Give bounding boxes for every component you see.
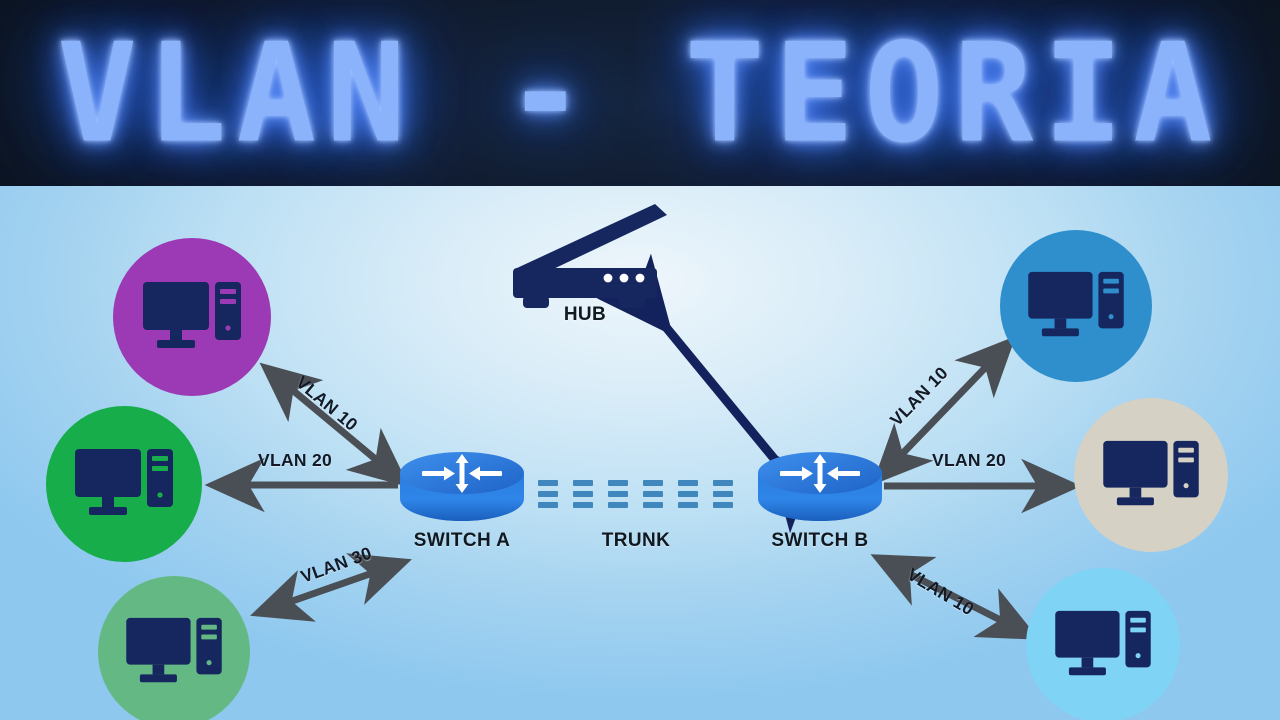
hub-led-dots [603, 273, 645, 283]
link-b-cyan-line [870, 554, 1040, 640]
switch-icon [400, 452, 524, 521]
hub-icon [513, 204, 667, 308]
link-a-purple-line [259, 362, 410, 488]
network-diagram: HUB [0, 186, 1280, 720]
computer-icon [1028, 271, 1124, 337]
switch-b-device[interactable] [756, 451, 884, 530]
computer-icon [75, 449, 173, 515]
host-green[interactable] [46, 406, 202, 562]
link-a-green-label: VLAN 20 [258, 450, 333, 470]
switch-a-device[interactable] [398, 451, 526, 530]
switch-arrows-icon [422, 454, 502, 493]
computer-icon [143, 282, 241, 348]
trunk-link [538, 480, 733, 508]
hub-label: HUB [563, 304, 607, 325]
host-purple[interactable] [113, 238, 271, 396]
computer-icon [1103, 440, 1199, 506]
switch-b-label: SWITCH B [771, 530, 869, 551]
host-beige[interactable] [1074, 398, 1228, 552]
link-b-hub-line [596, 253, 845, 534]
computer-icon [1055, 610, 1151, 676]
link-a-seagreen-line [250, 553, 412, 622]
trunk-label: TRUNK [601, 530, 671, 551]
title-banner: VLAN - TEORIA [0, 0, 1280, 186]
diagram-connectors-layer [204, 253, 1082, 640]
host-seagreen[interactable] [98, 576, 250, 720]
computer-icon [126, 617, 222, 683]
page-title: VLAN - TEORIA [57, 12, 1223, 174]
hub-device[interactable] [495, 198, 675, 319]
link-b-blue-line [872, 335, 1016, 486]
link-b-beige-label: VLAN 20 [932, 450, 1007, 470]
switch-a-label: SWITCH A [413, 530, 511, 551]
host-cyan[interactable] [1026, 568, 1180, 720]
host-blue[interactable] [1000, 230, 1152, 382]
switch-arrows-icon [780, 454, 860, 493]
switch-icon [758, 452, 882, 521]
